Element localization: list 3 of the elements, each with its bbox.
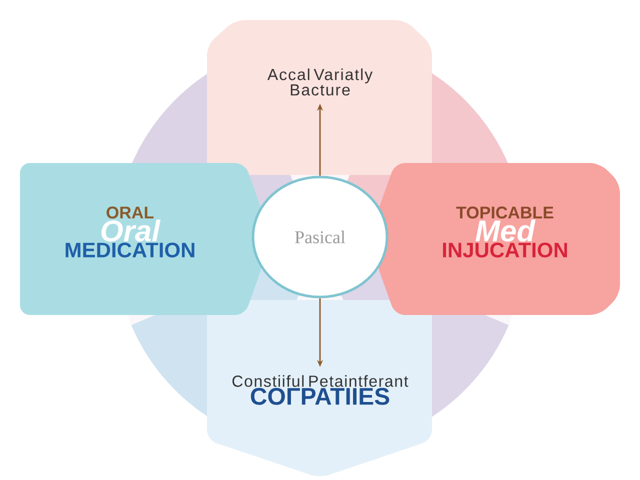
right-panel: TOPICABLE Med INJUCATION	[370, 163, 620, 315]
left-panel: ORAL Oral MEDICATION	[20, 163, 270, 315]
top-panel: Accal Variatly Bacture	[207, 20, 432, 175]
